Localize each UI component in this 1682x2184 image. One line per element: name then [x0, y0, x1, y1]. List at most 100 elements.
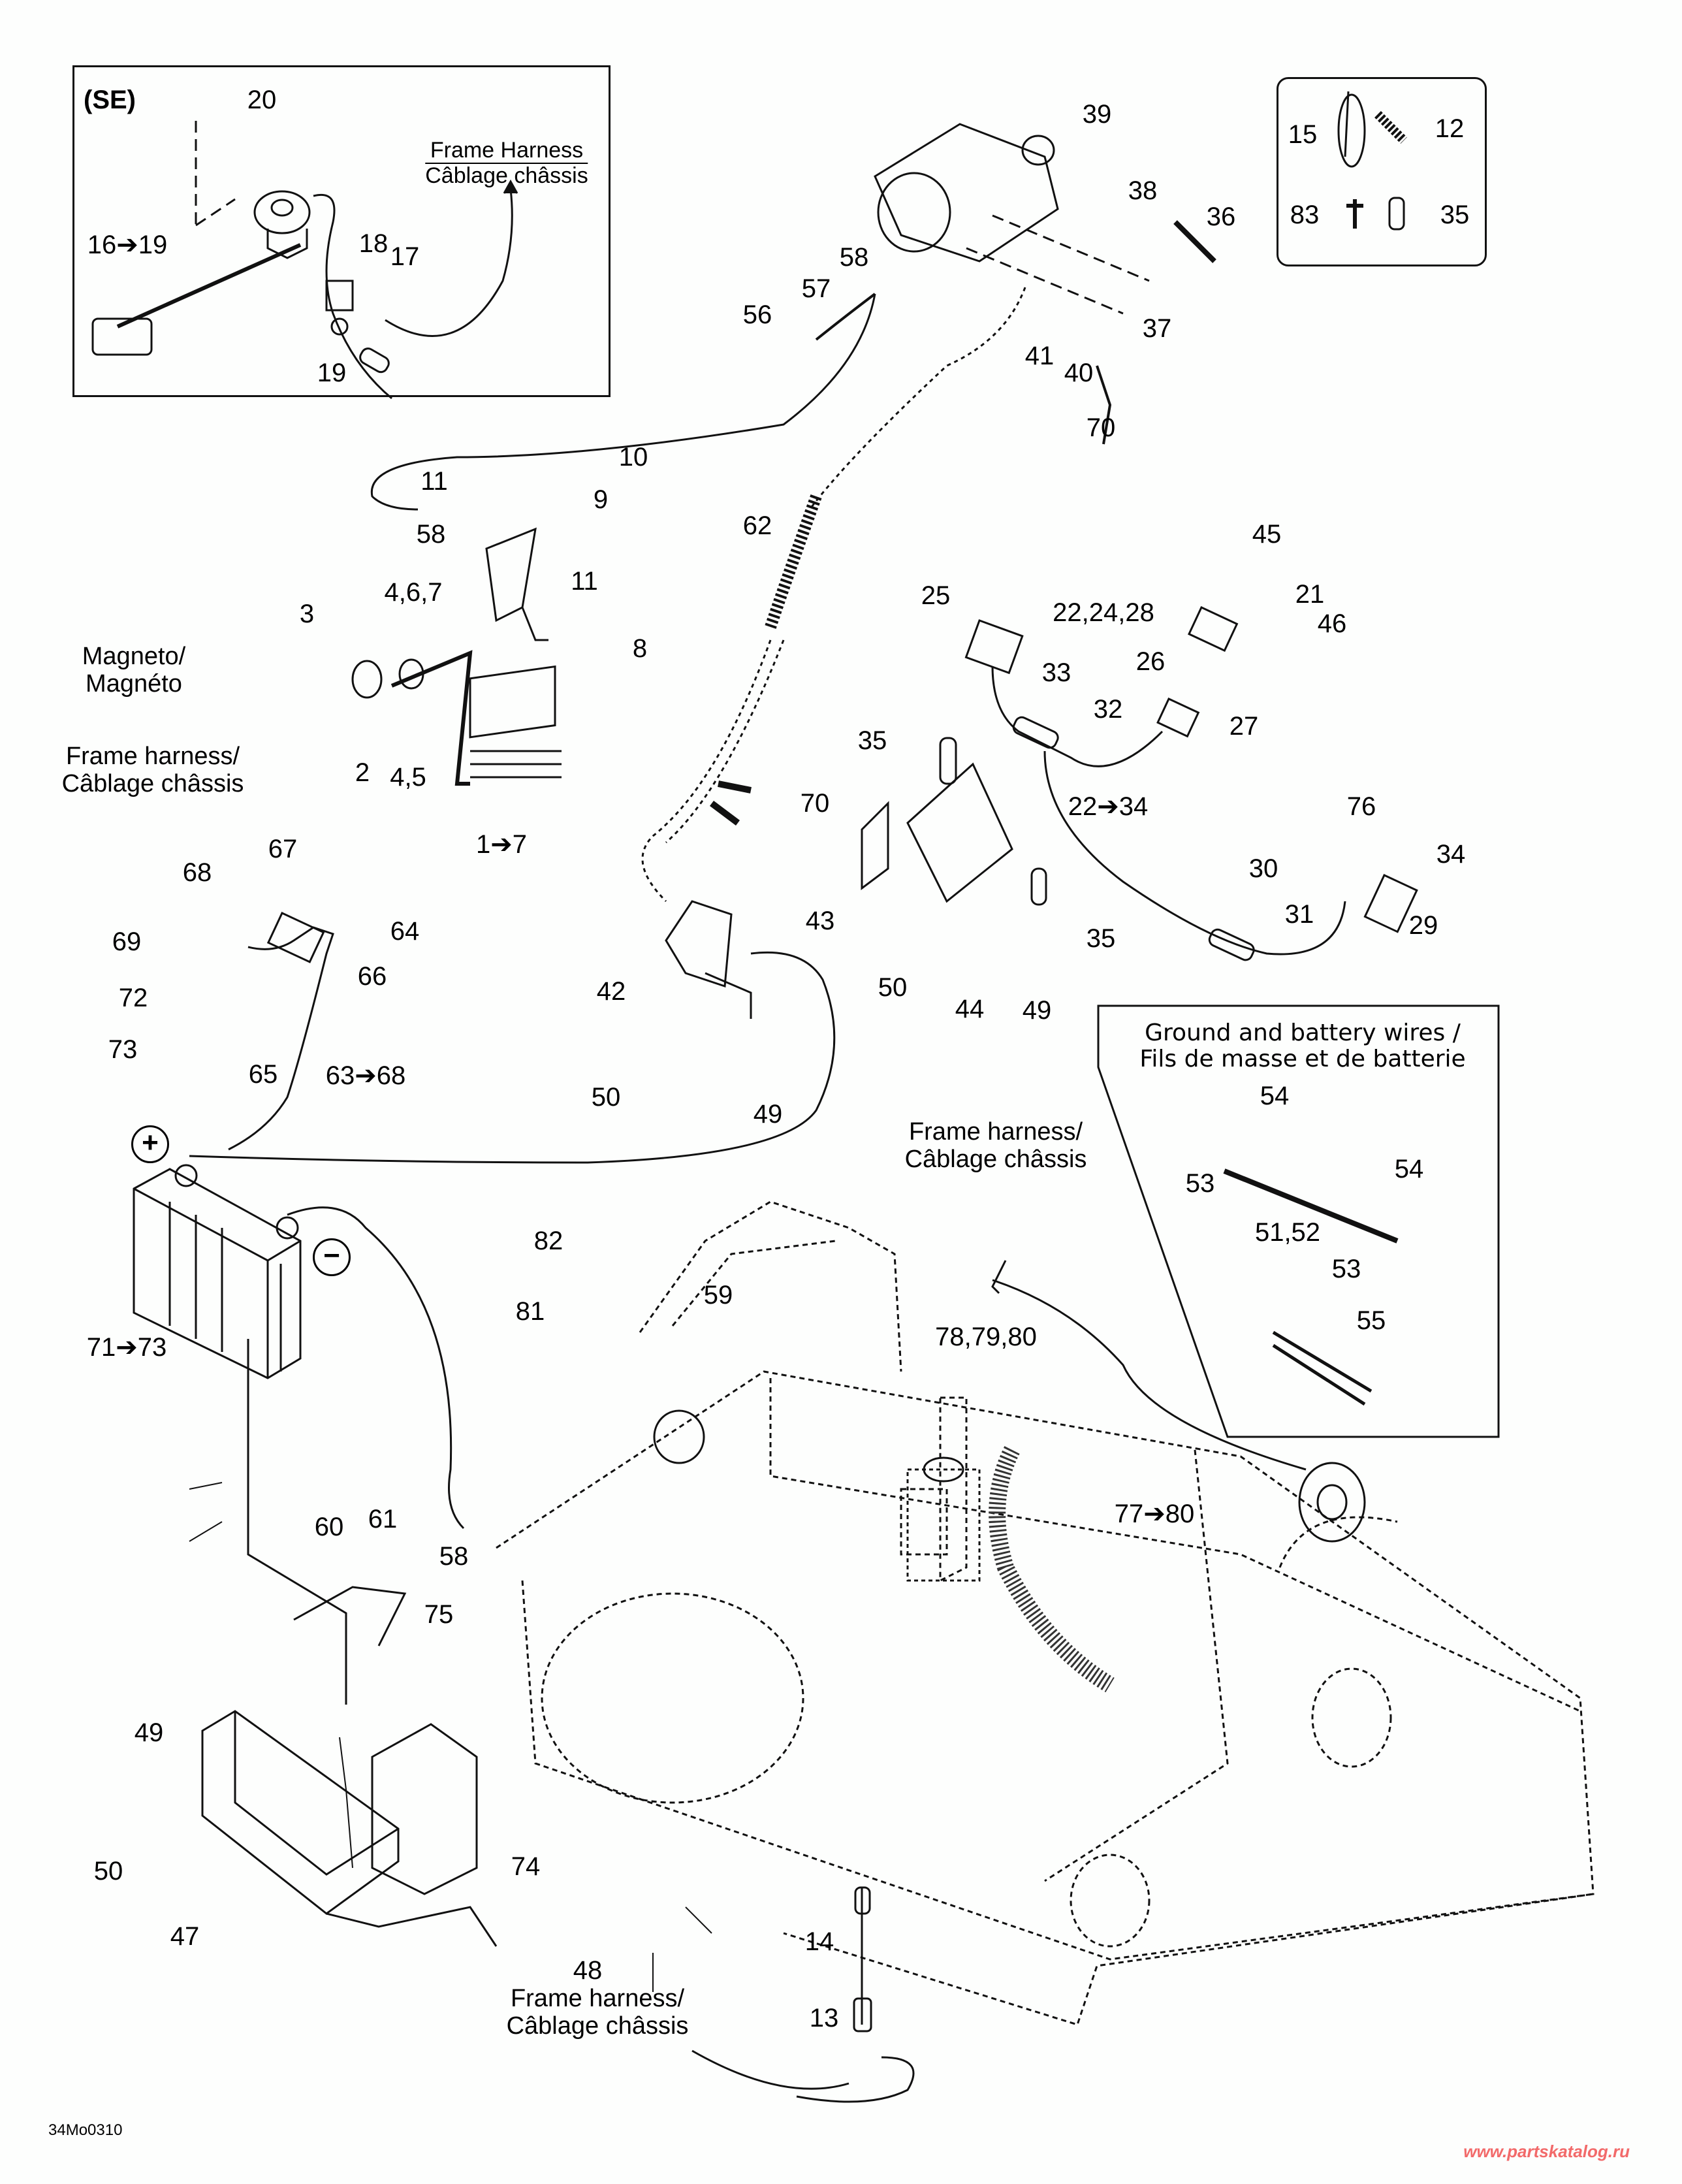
wire-harness-62-drawing	[641, 494, 822, 903]
callout-68: 68	[182, 858, 212, 887]
callout-58-frame: 58	[439, 1542, 469, 1571]
negative-terminal-icon: −	[313, 1238, 351, 1276]
callout-51-52: 51,52	[1254, 1218, 1321, 1247]
coolant-tank-drawing	[906, 1446, 1115, 1693]
document-code: 34Mo0310	[48, 2121, 123, 2139]
callout-36: 36	[1206, 202, 1236, 231]
callout-50-c: 50	[93, 1857, 123, 1886]
callout-46: 46	[1317, 609, 1347, 638]
callout-72: 72	[118, 984, 148, 1012]
magneto-caption-line2: Magnéto	[86, 669, 182, 698]
callout-61: 61	[368, 1505, 398, 1534]
frame-harness-bottom-line2: Câblage châssis	[506, 2012, 689, 2040]
starter-motor-drawing	[370, 123, 1216, 511]
fuel-cap-drawing	[653, 1260, 1366, 1543]
callout-13: 13	[809, 2004, 839, 2032]
callout-45: 45	[1252, 520, 1282, 549]
callout-83: 83	[1290, 201, 1320, 229]
callout-17: 17	[390, 242, 420, 271]
starter-solenoid-drawing	[665, 780, 752, 1019]
fuel-level-sender-drawing	[91, 121, 518, 400]
callout-20: 20	[247, 86, 277, 114]
callout-4-5: 4,5	[390, 763, 426, 792]
callout-49-c: 49	[134, 1718, 164, 1747]
callout-25: 25	[921, 581, 951, 610]
callout-69: 69	[112, 927, 142, 956]
battery-tray-drawing	[201, 1339, 498, 1947]
callout-12: 12	[1435, 114, 1465, 143]
callout-21: 21	[1295, 580, 1325, 609]
callout-48: 48	[573, 1956, 603, 1985]
callout-76: 76	[1346, 792, 1376, 821]
callout-63-68: 63➔68	[325, 1061, 406, 1090]
frame-harness-left-line1: Frame harness/	[65, 743, 240, 770]
callout-1-7: 1➔7	[475, 830, 528, 859]
callout-70-a: 70	[800, 789, 830, 818]
harness-caption-line2: Câblage châssis	[425, 163, 588, 189]
callout-42: 42	[596, 977, 626, 1006]
callout-2: 2	[355, 758, 370, 787]
battery-drawing	[133, 912, 836, 1530]
callout-11-a: 11	[420, 467, 448, 496]
inset-se-tag: (SE)	[84, 86, 136, 114]
callout-16-19: 16➔19	[87, 231, 168, 259]
callout-41: 41	[1024, 342, 1055, 370]
frame-harness-caption-left: Frame harness/ Câblage châssis	[62, 743, 244, 798]
callout-82: 82	[533, 1227, 563, 1255]
mag-pickup-13-drawing	[691, 1886, 915, 2103]
callout-44: 44	[955, 995, 985, 1023]
callout-33: 33	[1041, 658, 1071, 687]
callout-49-b: 49	[1022, 996, 1052, 1025]
mounting-bracket-44-drawing	[861, 737, 1047, 906]
callout-38: 38	[1128, 176, 1158, 205]
callout-53-b: 53	[1331, 1255, 1361, 1283]
callout-29: 29	[1408, 911, 1438, 940]
callout-27: 27	[1229, 712, 1259, 741]
callout-50-b: 50	[878, 973, 908, 1002]
callout-54-a: 54	[1260, 1082, 1290, 1110]
ground-wires-title: Ground and battery wires / Fils de masse…	[1139, 1020, 1465, 1072]
callout-58-regulator: 58	[416, 520, 446, 549]
callout-49-a: 49	[753, 1100, 783, 1129]
watermark-link[interactable]: www.partskatalog.ru	[1463, 2142, 1630, 2161]
callout-19: 19	[317, 359, 347, 387]
callout-70-starter: 70	[1086, 413, 1116, 442]
callout-43: 43	[805, 907, 835, 935]
inset-se-harness-caption: Frame Harness Câblage châssis	[425, 138, 588, 189]
callout-67: 67	[268, 835, 298, 863]
frame-harness-left-line2: Câblage châssis	[61, 769, 244, 797]
frame-harness-bottom-line1: Frame harness/	[510, 1985, 685, 2012]
callout-54-b: 54	[1394, 1155, 1424, 1183]
positive-terminal-icon: +	[131, 1125, 169, 1163]
callout-58-starter: 58	[839, 243, 869, 272]
callout-32: 32	[1093, 695, 1123, 724]
callout-34: 34	[1436, 840, 1466, 869]
callout-78-79-80: 78,79,80	[935, 1323, 1037, 1351]
callout-31: 31	[1284, 900, 1314, 929]
callout-14: 14	[804, 1927, 834, 1956]
callout-77-80: 77➔80	[1114, 1500, 1195, 1528]
callout-3: 3	[299, 600, 315, 628]
callout-15: 15	[1288, 120, 1318, 149]
callout-60: 60	[314, 1513, 344, 1541]
callout-71-73: 71➔73	[86, 1333, 167, 1362]
callout-22-24-28: 22,24,28	[1053, 598, 1154, 627]
inset-se-fuel-sender	[72, 65, 611, 397]
ground-wires-title-line2: Fils de masse et de batterie	[1139, 1045, 1466, 1072]
voltage-regulator-drawing	[351, 527, 562, 786]
callout-57: 57	[801, 274, 831, 303]
callout-74: 74	[511, 1852, 541, 1881]
callout-59: 59	[703, 1281, 733, 1309]
ground-wires-title-line1: Ground and battery wires /	[1145, 1020, 1461, 1046]
callout-11-b: 11	[571, 567, 598, 596]
vehicle-frame-drawing	[496, 1200, 1595, 2026]
callout-47: 47	[170, 1922, 200, 1951]
frame-harness-center-line2: Câblage châssis	[904, 1145, 1087, 1173]
callout-75: 75	[424, 1600, 454, 1629]
callout-39: 39	[1082, 100, 1112, 129]
magneto-caption-line1: Magneto/	[82, 643, 186, 670]
callout-73: 73	[108, 1035, 138, 1064]
